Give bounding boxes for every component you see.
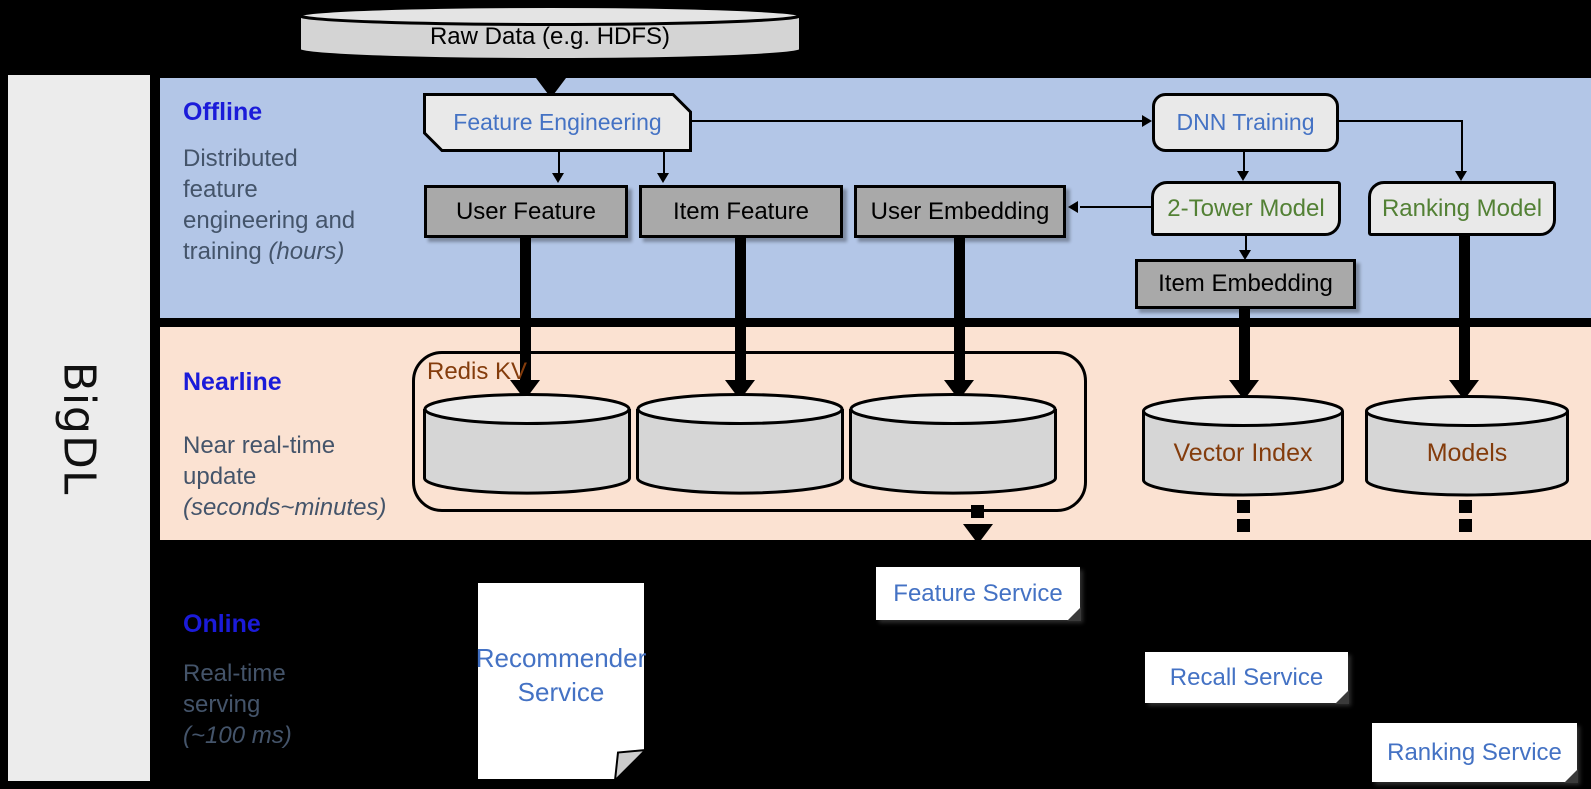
- nearline-desc-italic: (seconds~minutes): [183, 494, 387, 521]
- redis-kv-container: [412, 351, 1087, 512]
- recommender-service-label: Recommender Service: [475, 643, 647, 707]
- plaque-shape: [1152, 93, 1339, 152]
- offline-desc-italic: (hours): [268, 238, 345, 265]
- arrowhead-dnn-to-ranking: [1455, 171, 1467, 181]
- raw-data-label: Raw Data (e.g. HDFS): [429, 23, 671, 50]
- arrow-userfeature-to-kv: [520, 238, 531, 380]
- arrowhead-twotower-to-userembedding: [1068, 201, 1078, 213]
- arrow-itemfeature-to-kv: [735, 238, 746, 380]
- raw-data-cylinder: Raw Data (e.g. HDFS): [298, 5, 802, 62]
- arrowhead-twotower-to-itemembedding: [1239, 250, 1251, 260]
- arrowhead-itemembedding-to-vectorindex: [1229, 380, 1259, 400]
- feature-service-label: Feature Service: [893, 579, 1063, 607]
- two-tower-model-box: 2-Tower Model: [1151, 181, 1341, 236]
- user-feature-box: User Feature: [424, 185, 628, 238]
- bigdl-logo-text: BigDL: [53, 361, 105, 495]
- arrow-dnn-to-twotower: [1243, 150, 1245, 171]
- dashed-stub-vectorindex-2: [1237, 519, 1250, 532]
- vector-index-label: Vector Index: [1173, 438, 1313, 467]
- arrowhead-kv-to-featureservice: [963, 524, 993, 544]
- cylinder-shape: [636, 393, 844, 495]
- offline-desc-text: Distributed feature engineering and trai…: [183, 145, 356, 265]
- ranking-service-label: Ranking Service: [1387, 738, 1562, 766]
- item-embedding-box: Item Embedding: [1135, 259, 1356, 309]
- dnn-training-label: DNN Training: [1176, 109, 1315, 135]
- recall-service-box: Recall Service: [1145, 652, 1349, 704]
- online-section-desc: Real-time serving (~100 ms): [183, 658, 292, 751]
- offline-section-label: Offline: [183, 98, 263, 126]
- arrow-dnn-to-ranking-v: [1461, 120, 1463, 171]
- vector-index-cylinder: Vector Index: [1142, 395, 1344, 504]
- arrow-fe-to-dnn: [690, 120, 1142, 122]
- folded-corner-icon: [1564, 769, 1578, 783]
- nearline-section-label: Nearline: [183, 368, 282, 396]
- arrow-dnn-to-ranking-h: [1337, 120, 1463, 122]
- dashed-stub-vectorindex-1: [1237, 500, 1250, 513]
- dashed-stub-models-2: [1459, 519, 1472, 532]
- models-cylinder: Models: [1365, 395, 1569, 504]
- online-section-label: Online: [183, 610, 261, 638]
- dnn-training-node: DNN Training: [1152, 93, 1339, 152]
- arrow-rankingmodel-to-models: [1459, 236, 1470, 380]
- kv-cylinder-3: [849, 393, 1057, 502]
- feature-engineering-node: Feature Engineering: [423, 93, 692, 152]
- cylinder-shape: [298, 5, 802, 61]
- arrow-fe-to-itemfeature: [663, 150, 665, 174]
- arrowhead-fe-to-userfeature: [552, 173, 564, 183]
- dashed-arrow-kv-to-featureservice: [971, 505, 984, 518]
- bigdl-sidebar: BigDL: [8, 75, 150, 781]
- ranking-model-box: Ranking Model: [1368, 181, 1556, 236]
- user-embedding-box: User Embedding: [854, 185, 1066, 238]
- arrowhead-rankingmodel-to-models: [1449, 380, 1479, 400]
- snip-corner-shape: [423, 93, 692, 152]
- recall-service-label: Recall Service: [1169, 663, 1324, 691]
- folded-corner-icon: [1067, 607, 1081, 621]
- nearline-section-desc: Near real-time update (seconds~minutes): [183, 430, 386, 523]
- folded-corner-icon: [1335, 690, 1349, 704]
- cylinder-shape: [1142, 395, 1344, 497]
- arrowhead-rawdata-to-fe: [536, 78, 566, 98]
- arrowhead-dnn-to-twotower: [1237, 171, 1249, 181]
- offline-section-desc: Distributed feature engineering and trai…: [183, 143, 355, 267]
- online-desc-italic: (~100 ms): [183, 722, 292, 749]
- document-shape: [475, 580, 649, 784]
- arrow-twotower-to-userembedding: [1080, 206, 1151, 208]
- arrow-itemembedding-to-vectorindex: [1239, 308, 1250, 380]
- redis-kv-label: Redis KV: [427, 358, 528, 385]
- arrowhead-fe-to-dnn: [1142, 115, 1152, 127]
- ranking-service-box: Ranking Service: [1372, 723, 1578, 783]
- dashed-stub-models-1: [1459, 500, 1472, 513]
- cylinder-shape: [849, 393, 1057, 495]
- kv-cylinder-2: [636, 393, 844, 502]
- models-label: Models: [1426, 438, 1508, 467]
- nearline-desc-text: Near real-time update: [183, 432, 336, 490]
- item-feature-box: Item Feature: [639, 185, 843, 238]
- online-desc-text: Real-time serving: [183, 660, 286, 718]
- recommender-service-doc: Recommender Service: [475, 580, 649, 784]
- arrow-fe-to-userfeature: [558, 150, 560, 174]
- feature-service-box: Feature Service: [876, 567, 1081, 621]
- arrow-userembedding-to-kv: [954, 238, 965, 380]
- kv-cylinder-1: [423, 393, 631, 502]
- cylinder-shape: [423, 393, 631, 495]
- arrow-twotower-to-itemembedding: [1245, 236, 1247, 251]
- feature-engineering-label: Feature Engineering: [453, 109, 662, 135]
- arrowhead-fe-to-itemfeature: [657, 173, 669, 183]
- arrow-rawdata-to-fe: [545, 60, 556, 80]
- cylinder-shape: [1365, 395, 1569, 497]
